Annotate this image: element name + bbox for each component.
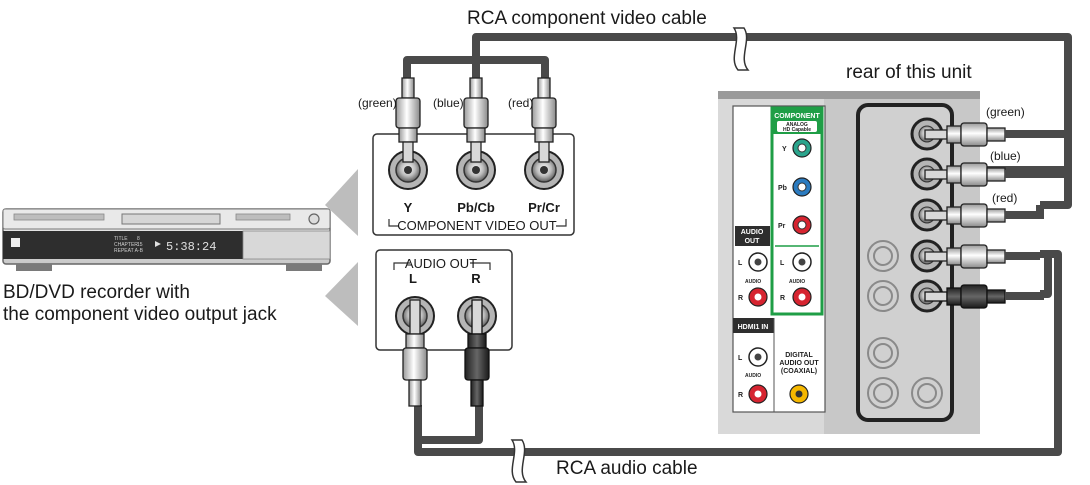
tv-jack-component-audio-l [792,252,812,272]
tv-plug-audio-white [924,244,1006,269]
tv-hdmi-audio-r-label: R [738,392,743,399]
display-time: 5:38:24 [166,240,216,254]
recorder-red-label: (red) [508,96,533,110]
tv-audio-out-small-label: AUDIO [745,279,761,285]
tv-jack-hdmi-audio-r [748,384,768,404]
video-plug-red [531,77,557,163]
play-icon [155,241,161,247]
tv-y-label: Y [782,146,787,153]
display-chapter-number: 15 [137,242,143,248]
audio-out-heading-box [735,226,770,246]
tv-rear-title: rear of this unit [846,62,972,83]
tv-audio-out-line1: AUDIO [741,229,764,236]
cable-break-marks [510,27,750,483]
hd-capable-label: HD Capable [783,127,811,133]
tv-plug-audio-red [924,284,1006,309]
jack-label-pb: Pb/Cb [457,200,495,215]
tv-plug-blue [924,162,1006,187]
tv-red-label: (red) [992,191,1017,205]
tv-comp-audio-l-label: L [780,260,785,267]
display-chapter-label: CHAPTER [114,242,138,248]
hdmi-heading-box [733,318,774,333]
tv-audio-out-r-label: R [738,295,743,302]
tv-jack-component-y [792,138,812,158]
audio-plug-red [464,299,490,407]
tv-audio-out-line2: OUT [745,238,761,245]
audio-bracket [393,262,491,270]
display-title-number: 8 [137,236,140,242]
tv-pr-label: Pr [778,223,786,230]
recorder-jack-pb [456,150,496,190]
tv-green-label: (green) [986,105,1025,119]
video-plug-blue [463,77,489,163]
audio-out-left-label: L [409,271,417,286]
tv-jack-component-audio-r [792,287,812,307]
tv-cable-leads [1005,130,1068,300]
tv-comp-audio-r-label: R [780,295,785,302]
tv-digital-line3: (COAXIAL) [781,368,817,375]
tv-hdmi-label: HDMI1 IN [738,324,769,331]
component-bracket [388,219,567,227]
pointer-arrow-video [325,169,358,236]
bd-dvd-recorder: TITLE 8 CHAPTER 15 REPEAT A-B 5:38:24 [2,208,331,271]
tv-digital-line1: DIGITAL [785,352,813,359]
recorder-caption-line2: the component video output jack [3,304,277,325]
component-heading: COMPONENT [774,113,820,120]
audio-cable-label: RCA audio cable [556,458,698,479]
display-repeat-label: REPEAT A-B [114,248,144,254]
tv-pb-label: Pb [778,185,787,192]
tv-jack-audio-out-l [748,252,768,272]
tv-audio-out-l-label: L [738,260,743,267]
tv-hdmi-audio-l-label: L [738,355,743,362]
display-title-label: TITLE [114,236,128,242]
tv-digital-line2: AUDIO OUT [779,360,819,367]
video-plug-green [395,77,421,163]
tv-jack-digital-coaxial [789,384,809,404]
tv-jack-component-pr [792,215,812,235]
jack-label-pr: Pr/Cr [528,200,560,215]
recorder-caption-line1: BD/DVD recorder with [3,282,190,303]
audio-plug-white [402,299,428,407]
recorder-jack-y [388,150,428,190]
tv-blue-label: (blue) [990,149,1021,163]
recorder-blue-label: (blue) [433,96,464,110]
audio-out-label: AUDIO OUT [405,256,477,271]
tv-hdmi-audio-small-label: AUDIO [745,373,761,379]
recorder-green-label: (green) [358,96,397,110]
audio-out-right-label: R [471,271,481,286]
video-cable-label: RCA component video cable [467,8,707,29]
pointer-arrow-audio [325,262,358,326]
analog-label: ANALOG [786,122,808,128]
tv-jack-component-pb [792,177,812,197]
tv-jack-hdmi-audio-l [748,347,768,367]
tv-unused-jacks [867,240,943,409]
tv-plug-green [924,122,1006,147]
tv-jack-audio-out-r [748,287,768,307]
tv-comp-audio-small-label: AUDIO [789,279,805,285]
component-video-out-label: COMPONENT VIDEO OUT [397,218,556,233]
jack-label-y: Y [404,200,413,215]
